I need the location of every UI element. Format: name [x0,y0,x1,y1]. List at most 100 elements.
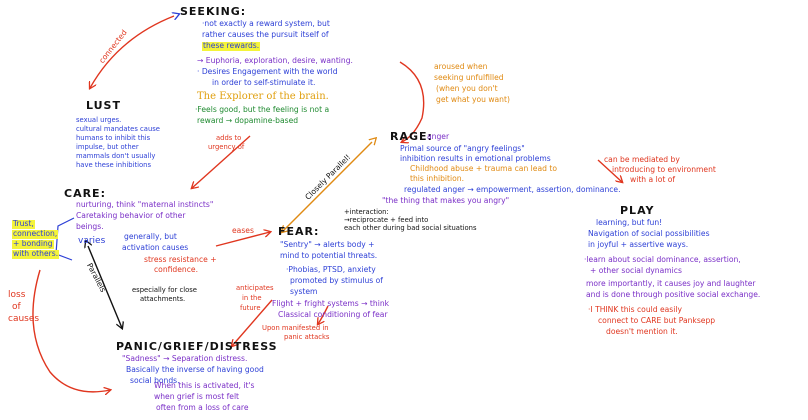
seeking-euphoria: → Euphoria, exploration, desire, wanting… [197,56,353,65]
mediated-label-3: with a lot of [630,175,676,184]
fear-phobias-1: ·Phobias, PTSD, anxiety [286,265,376,274]
rage-childhood-2: this inhibition. [410,174,465,183]
seeking-rage-aroused-arrow [399,61,425,142]
seeking-lust-connected-arrow [90,16,174,88]
aroused-label-4: get what you want) [436,95,510,104]
care-generally: generally, but [124,232,177,241]
care-caretaking-2: beings. [76,222,104,231]
rage-title-note: anger [427,132,450,141]
fear-flight: Flight + fright systems → think [272,299,390,308]
play-learn-2: + other social dynamics [590,266,682,275]
eases-label: eases [232,226,254,235]
play-navigation-2: in joyful + assertive ways. [588,240,689,249]
fear-title: FEAR: [278,225,320,238]
care-panic-parallels-arrow [88,246,122,328]
anticipates-label-3: future [240,304,261,312]
panic-basically-1: Basically the inverse of having good [126,365,264,374]
lust-line-2: humans to inhibit this [76,134,151,142]
loss-label-3: causes [8,314,40,324]
fear-upon-arrow [318,305,329,324]
seeking-feels-1: ·Feels good, but the feeling is not a [195,105,330,114]
play-think-1: ·I THINK this could easily [588,305,682,314]
care-activation: activation causes [122,243,189,252]
aroused-label-3: (when you don't [436,84,498,93]
rage-childhood-1: Childhood abuse + trauma can lead to [410,164,557,173]
trust-label-3: + bonding [12,239,54,249]
rage-the-thing: "the thing that makes you angry" [382,196,510,205]
fear-sentry-1: "Sentry" → alerts body + [280,240,375,249]
fear-phobias-3: system [290,287,318,296]
loss-label-1: loss [8,290,26,300]
seeking-feels-2: reward → dopamine-based [197,116,299,125]
lust-line-1: cultural mandates cause [76,125,160,133]
rage-interaction-2: →reciprocate + feed into [344,216,429,224]
mediated-label-2: introducing to environment [612,165,716,174]
care-caretaking-1: Caretaking behavior of other [76,211,186,220]
seeking-desires-1: · Desires Engagement with the world [197,67,338,76]
play-more-1: more importantly, it causes joy and laug… [586,279,756,288]
adds-to-label-1: adds to [216,134,242,142]
lust-line-3: impulse, but other [76,143,139,151]
especially-label-1: especially for close [132,286,197,294]
trust-label-1: Trust, [12,219,35,229]
play-think-2: connect to CARE but Panksepp [598,316,716,325]
upon-label-2: panic attacks [284,333,330,341]
rage-interaction-1: +interaction: [344,208,389,216]
fear-phobias-2: promoted by stimulus of [290,276,383,285]
rage-fear-parallel-arrow [282,142,372,232]
play-title: PLAY [620,204,655,217]
fear-classical: Classical conditioning of fear [278,310,388,319]
care-fear-eases-arrow [215,232,270,247]
care-nurturing: nurturing, think "maternal instincts" [76,200,214,209]
care-title: CARE: [64,187,106,200]
panic-when-2: when grief is most felt [154,392,240,401]
play-think-3: doesn't mention it. [606,327,678,336]
seeking-explorer: The Explorer of the brain. [197,91,329,102]
adds-to-label-2: urgency of [208,143,245,151]
seeking-line-1: ·not exactly a reward system, but [202,19,330,28]
play-learning: learning, but fun! [596,218,663,227]
rage-interaction-3: each other during bad social situations [344,224,477,232]
seeking-line-2: rather causes the pursuit itself of [202,30,329,39]
seeking-desires-2: in order to self-stimulate it. [212,78,316,87]
fear-sentry-2: mind to potential threats. [280,251,378,260]
rage-play-mediated-arrow [597,159,622,182]
care-stress-2: confidence. [154,265,198,274]
rage-inhibition: inhibition results in emotional problems [400,154,551,163]
upon-label-1: Upon manifested in [262,324,329,332]
mediated-label-1: can be mediated by [604,155,680,164]
care-stress-1: stress resistance + [144,255,217,264]
seeking-line-3: these rewards. [202,41,261,51]
panic-sadness: "Sadness" → Separation distress. [122,354,248,363]
especially-label-2: attachments. [140,295,186,303]
rage-title: RAGE: [390,130,433,143]
trust-label-4: with others. [12,249,60,259]
rage-primal: Primal source of "angry feelings" [400,144,525,153]
play-more-2: and is done through positive social exch… [586,290,761,299]
aroused-label-2: seeking unfulfilled [434,73,504,82]
panic-title: PANIC/GRIEF/DISTRESS [116,340,278,353]
lust-line-0: sexual urges. [76,116,122,124]
seeking-care-adds-to-arrow [192,135,251,188]
play-learn-1: ·learn about social dominance, assertion… [584,255,741,264]
care-trust-bracket-line [55,217,75,261]
care-varies: varies [78,236,106,246]
rage-regulated: regulated anger → empowerment, assertion… [404,185,621,194]
play-navigation-1: Navigation of social possibilities [588,229,710,238]
lust-line-4: mammals don't usually [76,152,156,160]
lust-title: LUST [86,99,121,112]
trust-label-2: connection, [12,229,59,239]
loss-label-2: of [12,302,21,312]
care-panic-loss-arrow [32,269,110,392]
seeking-title: SEEKING: [180,5,247,18]
anticipates-label-1: anticipates [236,284,274,292]
panic-when-3: often from a loss of care [156,403,249,412]
aroused-label-1: aroused when [434,62,488,71]
fear-panic-anticipates-arrow [232,299,273,346]
panic-when-1: When this is activated, it's [154,381,255,390]
panic-basically-2: social bonds. [130,376,180,385]
anticipates-label-2: in the [242,294,262,302]
lust-line-5: have these inhibitions [76,161,152,169]
